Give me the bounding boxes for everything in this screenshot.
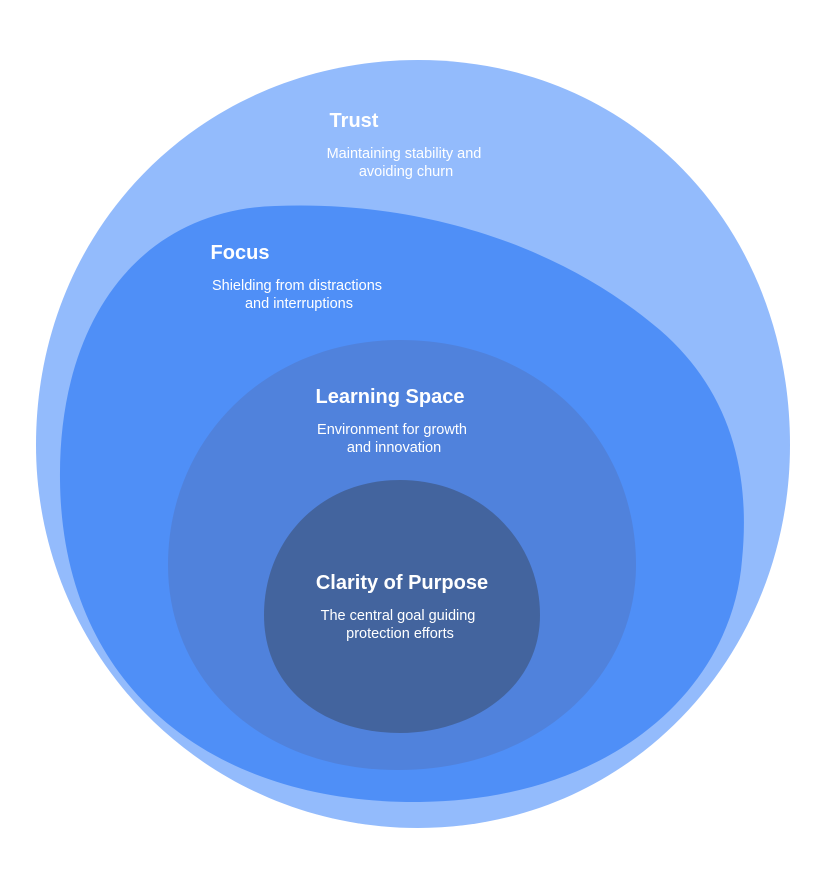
- clarity-of-purpose-description: The central goal guiding protection effo…: [321, 608, 480, 642]
- clarity-of-purpose-shape: [264, 480, 540, 733]
- trust-title: Trust: [330, 110, 379, 132]
- trust-description-line-2: avoiding churn: [359, 164, 453, 180]
- layer-clarity-of-purpose: Clarity of Purpose The central goal guid…: [264, 480, 540, 733]
- clarity-of-purpose-description-line-2: protection efforts: [346, 626, 454, 642]
- learning-space-description-line-2: and innovation: [347, 440, 441, 456]
- learning-space-description: Environment for growth and innovation: [317, 422, 471, 456]
- clarity-of-purpose-description-line-1: The central goal guiding: [321, 608, 476, 624]
- focus-description: Shielding from distractions and interrup…: [212, 278, 386, 312]
- trust-description: Maintaining stability and avoiding churn: [327, 146, 486, 180]
- learning-space-title: Learning Space: [316, 386, 465, 408]
- learning-space-description-line-1: Environment for growth: [317, 422, 467, 438]
- focus-description-line-2: and interruptions: [245, 296, 353, 312]
- clarity-of-purpose-title: Clarity of Purpose: [316, 572, 488, 594]
- focus-description-line-1: Shielding from distractions: [212, 278, 382, 294]
- focus-title: Focus: [211, 242, 270, 264]
- trust-description-line-1: Maintaining stability and: [327, 146, 482, 162]
